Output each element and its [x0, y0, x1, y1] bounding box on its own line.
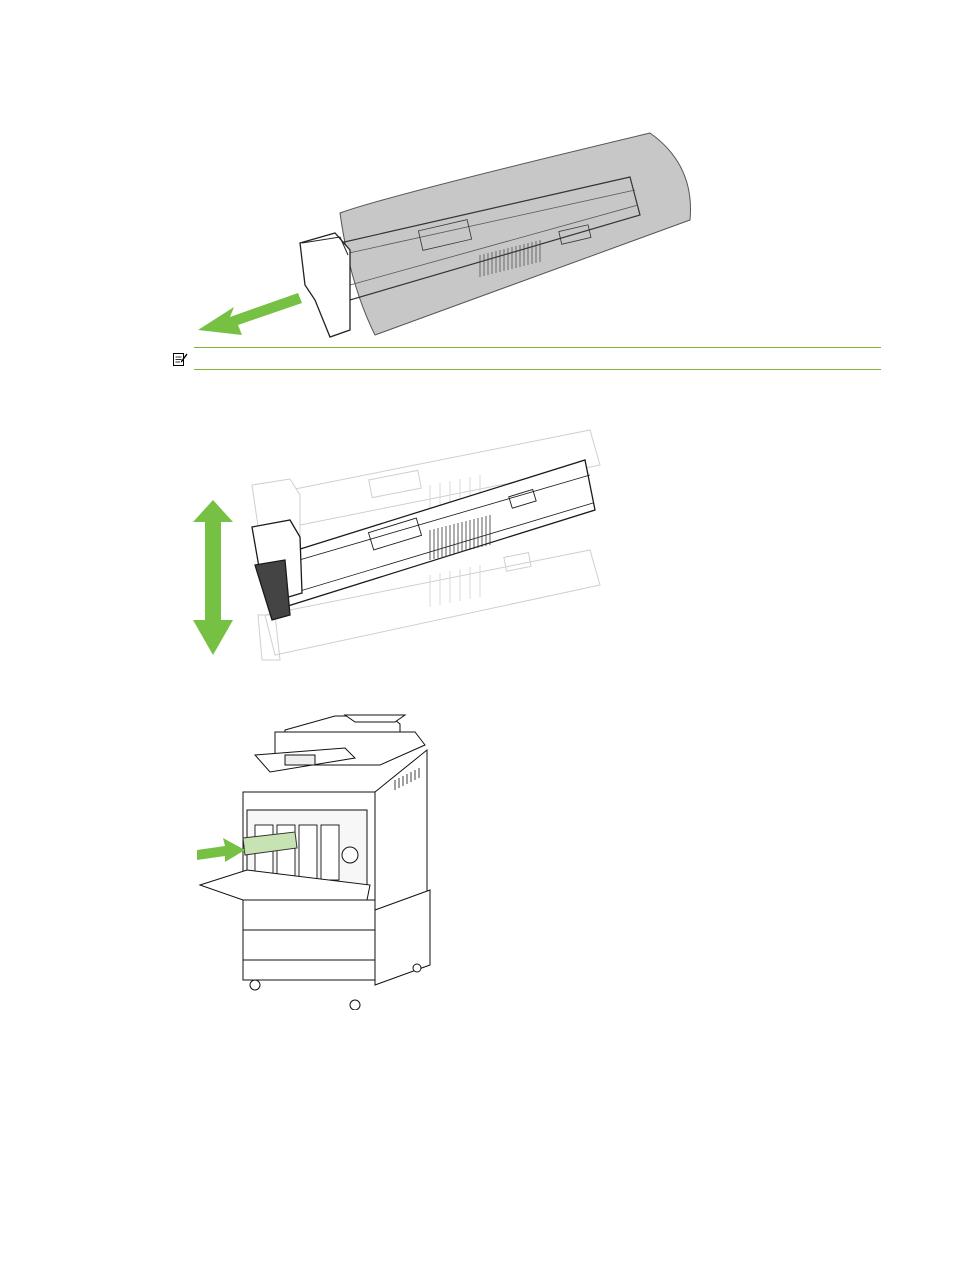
protective-bag: [340, 133, 691, 335]
note-top-rule: [194, 347, 881, 348]
note-pad-icon: [172, 351, 188, 367]
note-bottom-rule: [194, 369, 881, 370]
printer-insertion-illustration: [195, 710, 440, 1010]
arrow-right-icon: [197, 838, 245, 862]
arrow-left-down-icon: [198, 293, 302, 335]
note-callout: [170, 347, 881, 371]
printer-body: [200, 715, 430, 1010]
cartridge-main: [252, 460, 595, 620]
cartridge-shake-illustration: [190, 415, 610, 665]
caster-back: [413, 964, 421, 972]
cartridge-end-cap: [300, 233, 350, 337]
caster-left: [250, 980, 260, 990]
double-arrow-vertical-icon: [193, 500, 233, 655]
cartridge-removal-illustration: [190, 125, 700, 340]
caster-right: [350, 1000, 360, 1010]
